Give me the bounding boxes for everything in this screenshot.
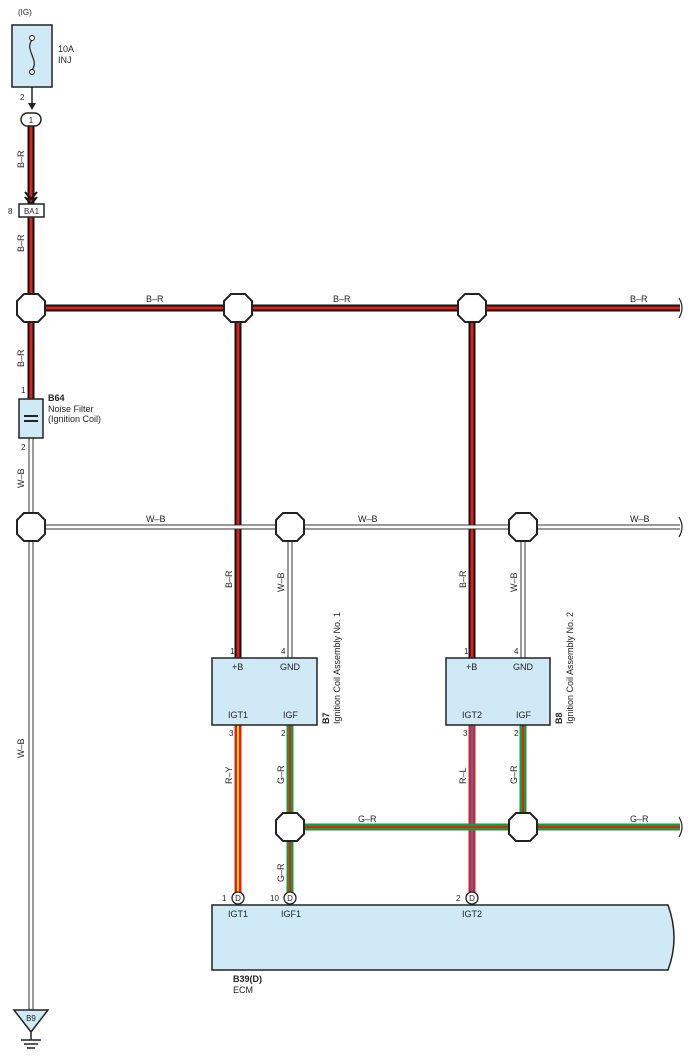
- ecm-igt1-pin: 1: [222, 894, 227, 903]
- ecm-conn-letter-2: D: [287, 894, 293, 903]
- ignition-coil-1: 1 4 +B GND IGT1 IGF 3 2 B7 Ignition Coil…: [211, 612, 342, 738]
- ground-label: B9: [26, 1014, 36, 1023]
- noise-filter-b64: 1 2 B64 Noise Filter (Ignition Coil): [18, 386, 101, 452]
- noise-filter-code: B64: [48, 393, 65, 403]
- wb-wires: [28, 438, 680, 1010]
- coil1-pin-gnd: 4: [281, 647, 286, 656]
- wire-label-wb-coil2: W–B: [509, 572, 519, 592]
- wire-label-wb-coil1: W–B: [276, 572, 286, 592]
- ecm-conn-letter-1: D: [235, 894, 241, 903]
- coil1-pin-plus-b: 1: [230, 647, 235, 656]
- ecm-conn-letter-3: D: [469, 894, 475, 903]
- wire-label-wb-bus-2: W–B: [358, 514, 378, 524]
- connector-1-label: 1: [29, 116, 34, 125]
- wire-label-ry: R–Y: [224, 766, 234, 784]
- coil1-pin-igf: 2: [281, 729, 286, 738]
- coil1-pin-igt: 3: [229, 729, 234, 738]
- coil2-pin-gnd: 4: [514, 647, 519, 656]
- wire-label-rl: R–L: [458, 767, 468, 784]
- coil1-term-igt: IGT1: [228, 710, 248, 720]
- coil1-term-igf: IGF: [283, 710, 299, 720]
- ecm-code: B39(D): [233, 974, 262, 984]
- wire-labels: B–R B–R B–R B–R B–R B–R W–B W–B W–B W–B …: [16, 150, 650, 882]
- wire-label-br-coil1: B–R: [224, 570, 234, 588]
- ecm-igt2-label: IGT2: [462, 909, 482, 919]
- wire-label-br-coil2: B–R: [458, 570, 468, 588]
- continuation-marks: [678, 297, 683, 838]
- fuse-name: INJ: [58, 55, 72, 65]
- connector-ba1: BA1 8: [8, 191, 45, 218]
- fuse-10a-inj: (IG) 10A INJ 2: [11, 8, 74, 110]
- wire-label-gr-ecm: G–R: [276, 863, 286, 882]
- coil2-pin-plus-b: 1: [464, 647, 469, 656]
- noise-filter-pin-bottom: 2: [21, 443, 26, 452]
- wire-label-wb-1: W–B: [16, 468, 26, 488]
- wire-label-br-bus-1: B–R: [146, 294, 164, 304]
- splice-points: [16, 293, 538, 842]
- coil1-term-plus-b: +B: [232, 662, 243, 672]
- ecm-b39: D D D 1 10 2 IGT1 IGF1 IGT2 B39(D) ECM: [211, 891, 675, 995]
- ba1-label: BA1: [24, 207, 40, 216]
- wire-label-gr-bus-2: G–R: [630, 814, 649, 824]
- ground-b9: B9: [12, 1009, 50, 1049]
- coil1-code: B7: [321, 712, 331, 724]
- connector-1: 1: [20, 112, 42, 127]
- wire-label-wb-bus-1: W–B: [146, 514, 166, 524]
- noise-filter-subname: (Ignition Coil): [48, 414, 101, 424]
- wire-label-wb-ground: W–B: [16, 738, 26, 758]
- ecm-igf1-label: IGF1: [281, 909, 301, 919]
- wire-label-br-3: B–R: [16, 349, 26, 367]
- ignition-coil-2: 1 4 +B GND IGT2 IGF 3 2 B8 Ignition Coil…: [445, 612, 575, 738]
- coil2-term-gnd: GND: [513, 662, 534, 672]
- br-wires: [27, 126, 680, 658]
- ba1-pin: 8: [8, 207, 13, 216]
- gr-wires: [286, 725, 680, 893]
- coil2-pin-igf: 2: [514, 729, 519, 738]
- fuse-pin: 2: [20, 93, 25, 102]
- coil1-term-gnd: GND: [280, 662, 301, 672]
- wire-label-br-2: B–R: [16, 234, 26, 252]
- wire-label-br-bus-3: B–R: [630, 294, 648, 304]
- ecm-igt1-label: IGT1: [228, 909, 248, 919]
- wire-label-gr-bus-1: G–R: [358, 814, 377, 824]
- source-label: (IG): [18, 8, 32, 17]
- ecm-igt2-pin: 2: [456, 894, 461, 903]
- wire-label-gr-coil1: G–R: [276, 765, 286, 784]
- ecm-name: ECM: [233, 985, 253, 995]
- coil2-term-igt: IGT2: [462, 710, 482, 720]
- coil1-name: Ignition Coil Assembly No. 1: [332, 612, 342, 724]
- wire-label-gr-coil2: G–R: [509, 765, 519, 784]
- wire-label-br-1: B–R: [16, 150, 26, 168]
- fuse-rating: 10A: [58, 44, 74, 54]
- ecm-igf1-pin: 10: [270, 894, 279, 903]
- noise-filter-name: Noise Filter: [48, 404, 94, 414]
- coil2-pin-igt: 3: [463, 729, 468, 738]
- coil2-name: Ignition Coil Assembly No. 2: [565, 612, 575, 724]
- coil2-code: B8: [554, 712, 564, 724]
- noise-filter-pin-top: 1: [21, 386, 26, 395]
- wire-label-br-bus-2: B–R: [333, 294, 351, 304]
- coil2-term-plus-b: +B: [466, 662, 477, 672]
- wire-label-wb-bus-3: W–B: [630, 514, 650, 524]
- coil2-term-igf: IGF: [516, 710, 532, 720]
